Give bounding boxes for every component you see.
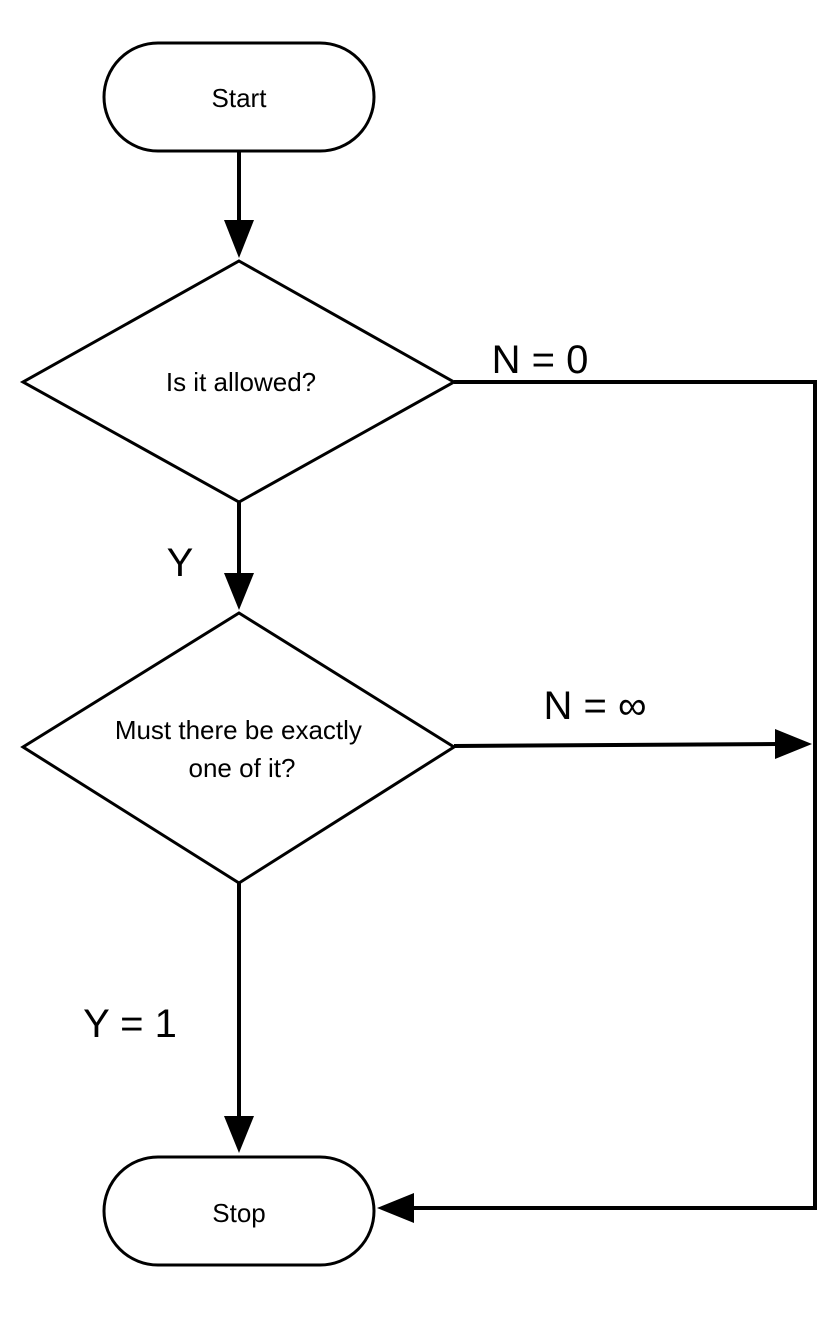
decision-allowed-node: Is it allowed? xyxy=(19,259,458,504)
decision-exactly-one-node: Must there be exactly one of it? xyxy=(20,611,457,885)
edge-exactly-one-yes: Y = 1 xyxy=(83,883,254,1153)
stop-label: Stop xyxy=(212,1198,266,1228)
edge-allowed-no-line xyxy=(412,380,817,1210)
decision-allowed-label: Is it allowed? xyxy=(166,367,316,397)
edge-exactly-one-no: N = ∞ xyxy=(453,684,812,759)
edge-exactly-one-yes-label: Y = 1 xyxy=(83,1002,177,1046)
edge-exactly-one-no-label: N = ∞ xyxy=(544,684,647,728)
decision-exactly-one-line-1: Must there be exactly xyxy=(115,715,362,745)
edge-allowed-no-label: N = 0 xyxy=(492,338,589,382)
stop-node: Stop xyxy=(102,1155,376,1267)
start-label: Start xyxy=(212,83,268,113)
arrowhead-icon xyxy=(224,220,254,258)
arrowhead-icon xyxy=(224,573,254,610)
arrowhead-icon xyxy=(377,1193,414,1223)
edge-exactly-one-no-line xyxy=(453,742,778,748)
edge-allowed-yes-label: Y xyxy=(167,541,194,585)
edge-allowed-no: N = 0 xyxy=(377,338,817,1223)
decision-exactly-one-line-2: one of it? xyxy=(189,753,296,783)
start-node: Start xyxy=(102,41,376,153)
decision-exactly-one-shape xyxy=(20,611,457,885)
stop-shape xyxy=(102,1155,376,1267)
edge-allowed-yes: Y xyxy=(167,502,254,610)
arrowhead-icon xyxy=(775,729,812,759)
edge-start-to-allowed xyxy=(224,151,254,258)
arrowhead-icon xyxy=(224,1116,254,1153)
decision-exactly-one-label: Must there be exactly one of it? xyxy=(115,715,369,783)
